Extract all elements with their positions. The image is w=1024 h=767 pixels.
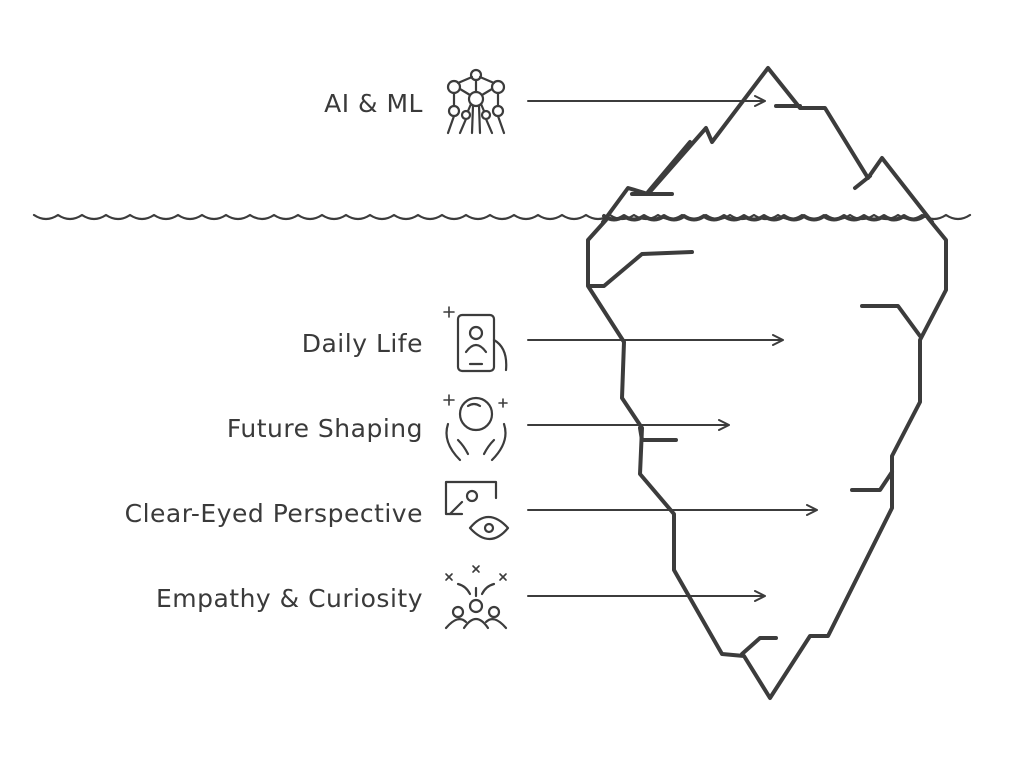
item-label-daily-life: Daily Life — [302, 329, 423, 358]
hands-globe-icon — [443, 394, 508, 462]
item-label-clear-eyed-perspective: Clear-Eyed Perspective — [125, 499, 423, 528]
top-label: AI & ML — [324, 89, 423, 118]
eye-image-icon — [444, 480, 510, 541]
iceberg-tip — [601, 66, 934, 224]
phone-user-icon — [443, 306, 508, 373]
celebrating-people-icon — [444, 565, 508, 630]
item-label-future-shaping: Future Shaping — [227, 414, 423, 443]
neural-network-icon — [446, 68, 506, 135]
item-label-empathy-curiosity: Empathy & Curiosity — [156, 584, 423, 613]
iceberg-body — [586, 216, 948, 700]
